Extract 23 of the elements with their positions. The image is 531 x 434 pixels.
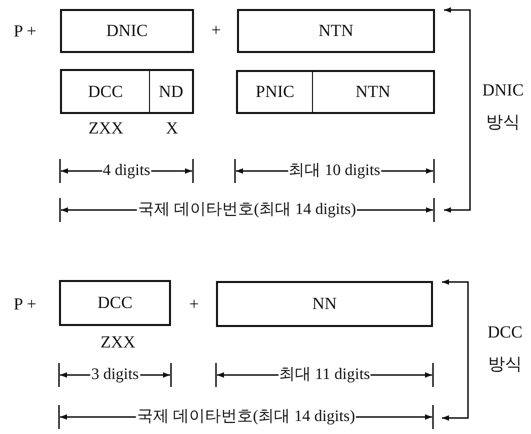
operator-label: P +: [14, 22, 36, 42]
field-box: NN: [216, 281, 433, 327]
field-box: ND: [150, 69, 194, 114]
scheme-label: DNIC 방식: [481, 80, 525, 134]
code-label: X: [166, 120, 178, 138]
operator-label: P +: [14, 296, 36, 314]
dimension-label: 국제 데이타번호(최대 14 digits): [136, 408, 356, 426]
scheme-label: DCC 방식: [486, 322, 524, 376]
dimension-label: 4 digits: [102, 162, 152, 180]
dimension-label: 3 digits: [90, 366, 140, 384]
dimension-label: 최대 11 digits: [278, 366, 371, 384]
code-label: ZXX: [100, 334, 136, 352]
field-box: DNIC: [60, 9, 194, 53]
dimension-label: 최대 10 digits: [288, 162, 382, 180]
field-box: NTN: [313, 70, 435, 114]
code-label: ZXX: [88, 120, 124, 138]
operator-label: +: [211, 22, 221, 40]
field-box: DCC: [59, 280, 171, 326]
field-box: PNIC: [236, 70, 314, 114]
operator-label: +: [189, 296, 199, 314]
dimension-label: 국제 데이타번호(최대 14 digits): [136, 201, 358, 219]
field-box: NTN: [237, 9, 435, 53]
field-box: DCC: [60, 69, 151, 114]
